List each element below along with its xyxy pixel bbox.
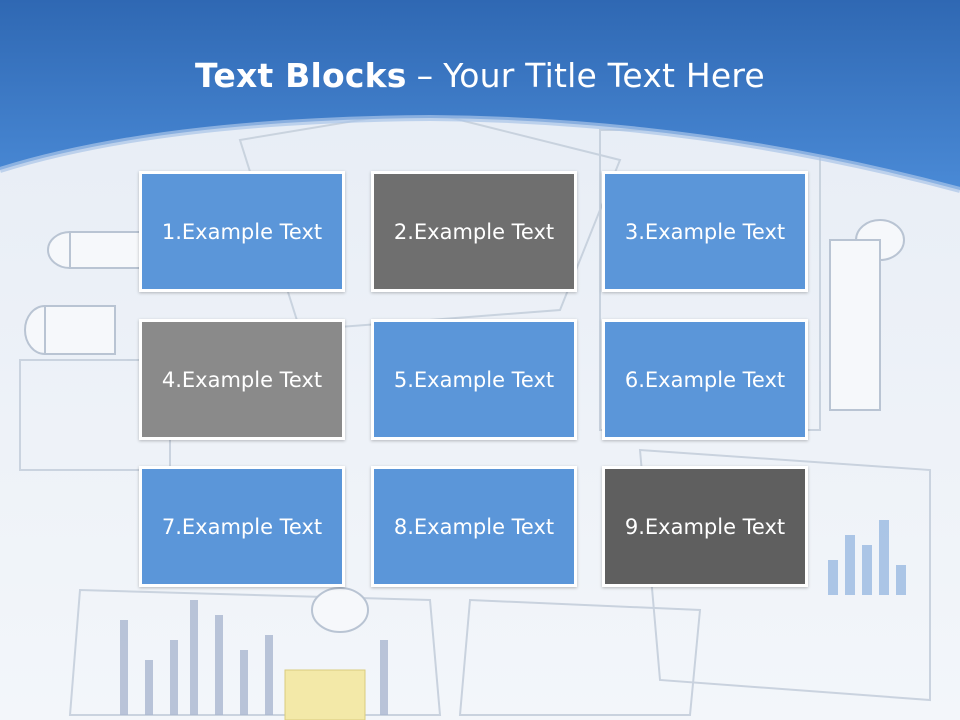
text-block-5: 5.Example Text [371, 319, 577, 440]
text-block-label: 2.Example Text [393, 219, 555, 244]
text-block-4: 4.Example Text [139, 319, 345, 440]
slide-title: Text Blocks – Your Title Text Here [0, 40, 960, 110]
text-block-3: 3.Example Text [602, 171, 808, 292]
title-bold: Text Blocks [195, 55, 407, 95]
title-text: Your Title Text Here [443, 55, 765, 95]
text-block-label: 3.Example Text [624, 219, 786, 244]
text-block-9: 9.Example Text [602, 466, 808, 587]
text-block-label: 5.Example Text [393, 367, 555, 392]
title-separator: – [416, 55, 434, 95]
text-block-label: 9.Example Text [624, 514, 786, 539]
text-block-label: 1.Example Text [161, 219, 323, 244]
text-block-2: 2.Example Text [371, 171, 577, 292]
text-block-label: 8.Example Text [393, 514, 555, 539]
text-block-7: 7.Example Text [139, 466, 345, 587]
text-block-label: 4.Example Text [161, 367, 323, 392]
text-block-label: 7.Example Text [161, 514, 323, 539]
text-block-label: 6.Example Text [624, 367, 786, 392]
text-block-6: 6.Example Text [602, 319, 808, 440]
text-block-8: 8.Example Text [371, 466, 577, 587]
text-block-1: 1.Example Text [139, 171, 345, 292]
